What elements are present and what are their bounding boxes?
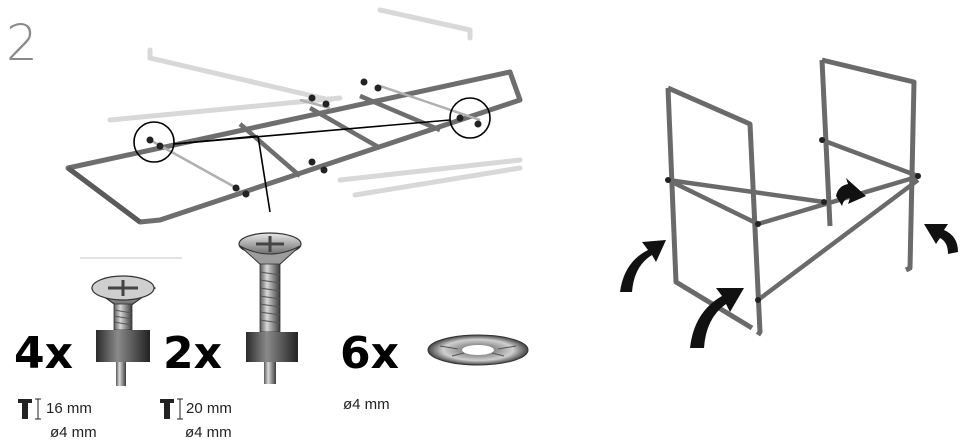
screw-length-icon: [18, 398, 41, 420]
flat-frame-diagram: [65, 7, 523, 225]
rotate-arrow-icon: [924, 224, 958, 254]
screw-20mm-illustration: [238, 232, 302, 384]
rotate-arrow-icon: [836, 178, 866, 206]
quantity-label-screw-16mm: 4x: [14, 328, 73, 379]
screw-length-icon: [160, 398, 183, 420]
rotate-arrow-icon: [690, 288, 744, 348]
washer-illustration: [427, 334, 529, 366]
diameter-label-screw-16mm: ø4 mm: [50, 424, 97, 441]
diameter-label-washer: ø4 mm: [343, 396, 390, 413]
length-label-screw-16mm: 16 mm: [46, 400, 92, 417]
step-number: 2: [6, 14, 38, 72]
quantity-label-screw-20mm: 2x: [163, 328, 222, 379]
screw-16mm-illustration: [90, 275, 157, 386]
diameter-label-screw-20mm: ø4 mm: [185, 424, 232, 441]
quantity-label-washer: 6x: [340, 328, 399, 379]
rotate-arrow-icon: [620, 240, 666, 292]
length-label-screw-20mm: 20 mm: [186, 400, 232, 417]
upright-frame-diagram: [620, 57, 958, 348]
